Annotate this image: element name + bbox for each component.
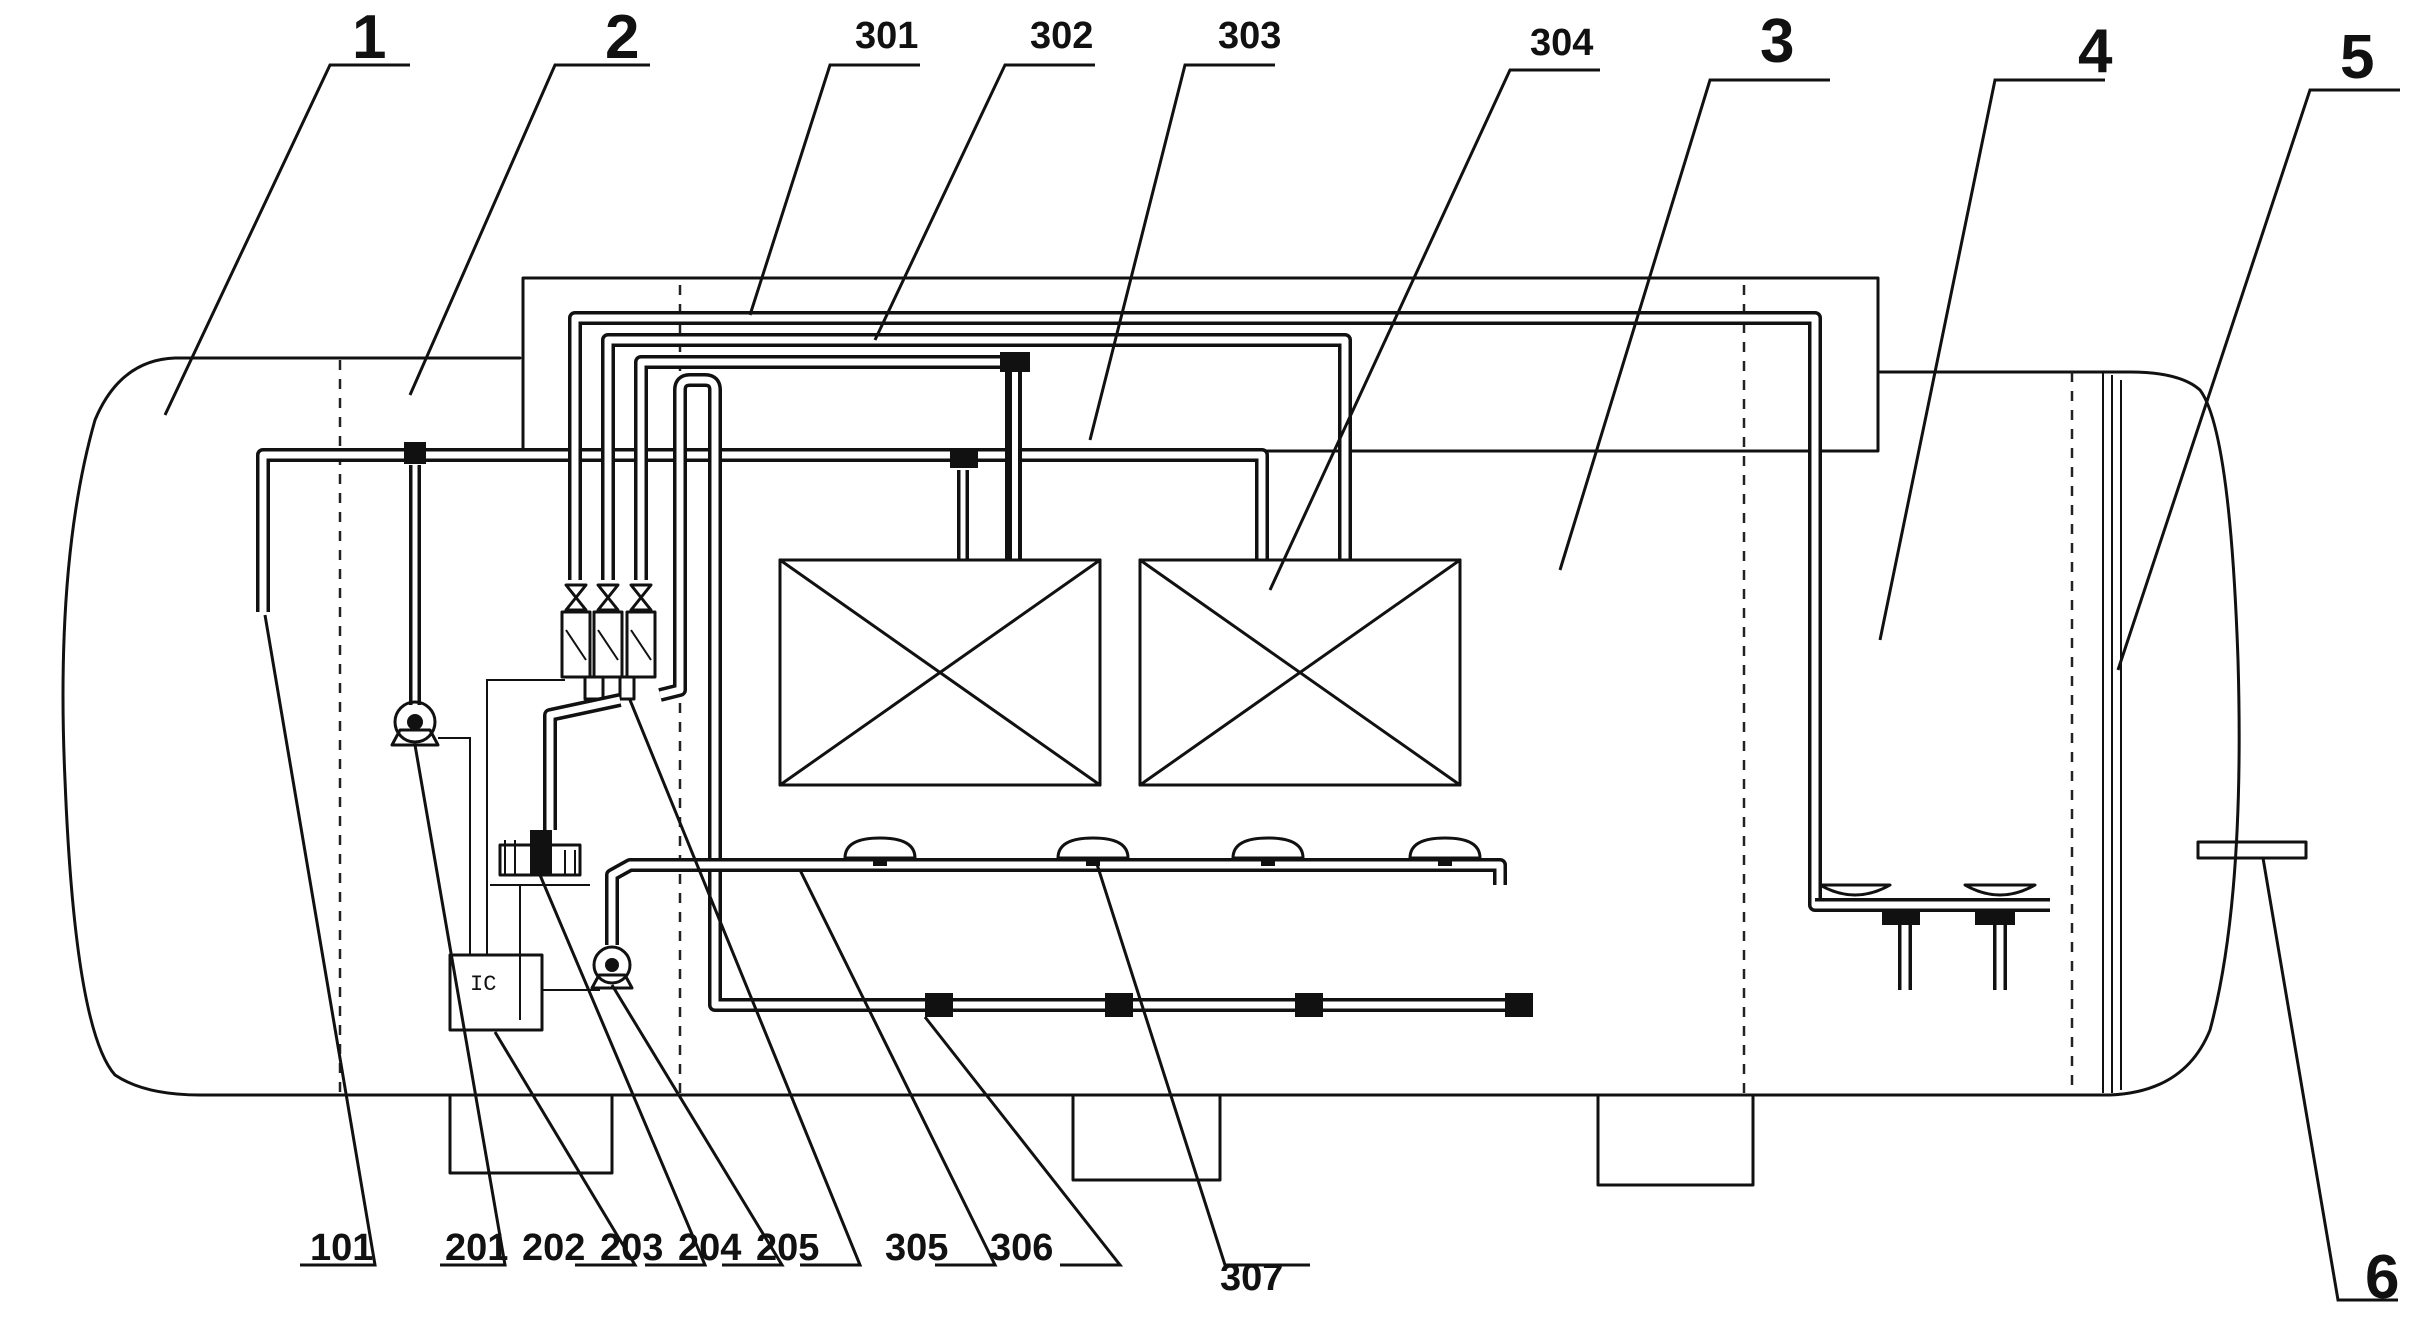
exchanger-boxes bbox=[778, 558, 1462, 787]
label-4: 4 bbox=[2078, 17, 2113, 86]
label-303: 303 bbox=[1218, 15, 1281, 57]
label-202: 202 bbox=[522, 1227, 585, 1269]
pump-204 bbox=[590, 945, 634, 990]
spray-pipe-305 bbox=[605, 836, 1507, 945]
label-305: 305 bbox=[885, 1227, 948, 1269]
outlet-pipe bbox=[2196, 840, 2308, 860]
basins bbox=[1815, 883, 2050, 990]
label-205: 205 bbox=[756, 1227, 819, 1269]
sprayer-assembly-203 bbox=[490, 830, 590, 1020]
label-2: 2 bbox=[605, 3, 639, 72]
callout-labels: 1 2 3 4 5 6 301 302 303 304 101 201 202 … bbox=[310, 3, 2399, 1312]
label-304: 304 bbox=[1530, 22, 1593, 64]
label-1: 1 bbox=[352, 3, 386, 72]
valve-bank bbox=[543, 311, 1840, 912]
pump-201 bbox=[390, 700, 471, 955]
label-204: 204 bbox=[678, 1227, 741, 1269]
label-101: 101 bbox=[310, 1227, 373, 1269]
label-302: 302 bbox=[1030, 15, 1093, 57]
tank-body bbox=[61, 356, 2241, 1097]
support-feet bbox=[448, 1095, 1755, 1187]
label-301: 301 bbox=[855, 15, 918, 57]
label-5: 5 bbox=[2340, 23, 2374, 92]
nozzle-307 bbox=[843, 836, 1482, 866]
end-wall-layers bbox=[2102, 372, 2122, 1093]
ic-controller-202: IC bbox=[448, 679, 600, 1032]
label-201: 201 bbox=[445, 1227, 508, 1269]
label-6: 6 bbox=[2365, 1243, 2399, 1312]
ic-label: IC bbox=[470, 972, 496, 997]
label-203: 203 bbox=[600, 1227, 663, 1269]
label-307: 307 bbox=[1220, 1257, 1283, 1299]
label-306: 306 bbox=[990, 1227, 1053, 1269]
pipe-101 bbox=[256, 442, 1269, 612]
leader-lines bbox=[163, 63, 2400, 1302]
label-3: 3 bbox=[1760, 7, 1794, 76]
loop-pipe-306 bbox=[658, 373, 1533, 1017]
